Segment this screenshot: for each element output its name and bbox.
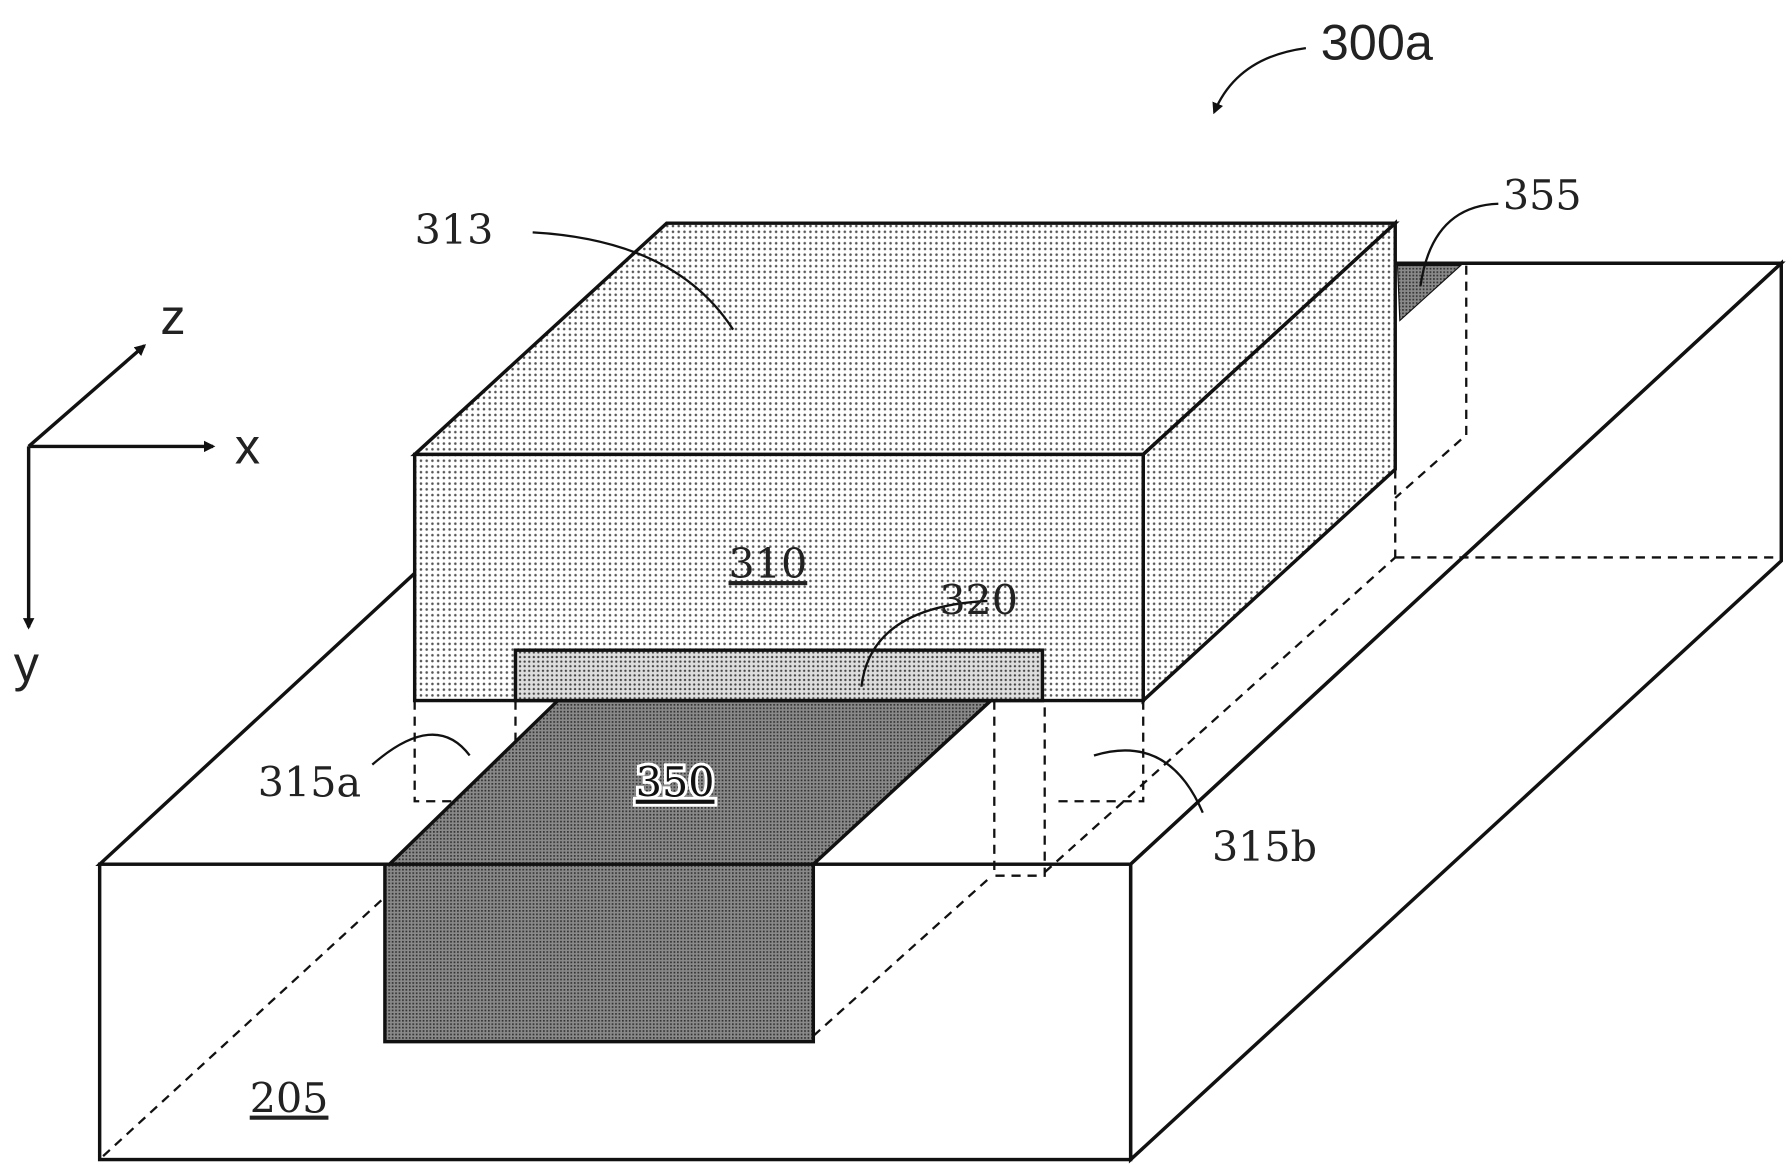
spacers-315 [413,469,1397,877]
figure-label: 300a [1321,14,1434,71]
axis-x-label: x [235,418,260,475]
region-355 [1396,264,1463,322]
layer-320 [513,648,1045,703]
label-205: 205 [250,1075,329,1123]
gate-310 [410,219,1400,705]
label-310: 310 [729,540,808,588]
label-315a: 315a [258,759,361,807]
leader-lines [371,46,1499,814]
label-315b: 315b [1212,823,1317,871]
axis-z-label: z [160,288,185,345]
label-320: 320 [939,577,1018,625]
label-313: 313 [415,206,494,254]
axis-triad [22,344,216,630]
label-355: 355 [1503,171,1582,219]
label-350: 350 [636,759,715,807]
region-350 [383,698,996,1044]
axis-y-label: y [14,635,40,692]
